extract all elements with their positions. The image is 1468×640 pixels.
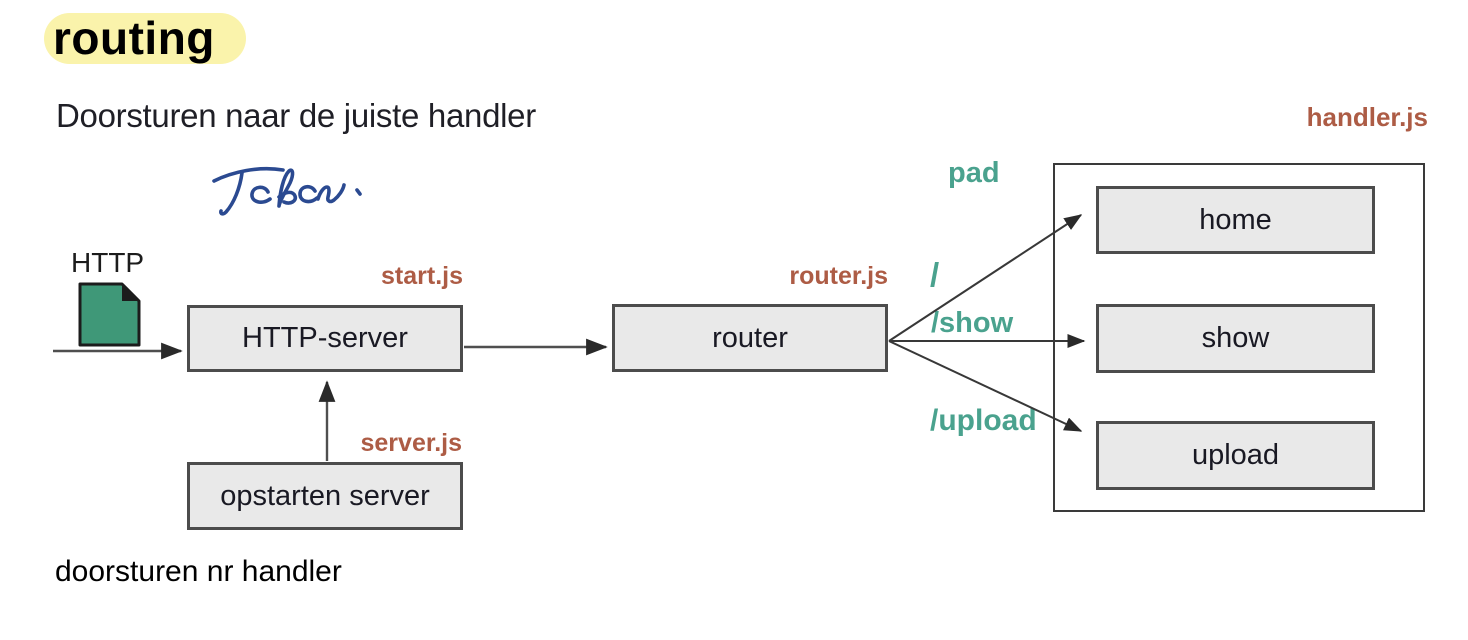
router-js-label: router.js: [789, 262, 888, 290]
opstarten-server-node-label: opstarten server: [220, 479, 430, 512]
show-handler-label: show: [1201, 322, 1270, 354]
page-title: routing: [53, 12, 215, 64]
router-node: router: [612, 304, 888, 372]
handwritten-note: [212, 166, 362, 216]
router-node-label: router: [712, 321, 788, 354]
upload-handler-node: upload: [1096, 421, 1375, 490]
upload-handler-label: upload: [1191, 439, 1280, 471]
route-upload-label: /upload: [930, 404, 1037, 437]
http-server-node-label: HTTP-server: [242, 322, 408, 354]
http-request-label: HTTP: [71, 247, 145, 278]
opstarten-server-node: opstarten server: [187, 462, 463, 530]
document-icon-fold: [122, 284, 139, 301]
title-highlight: [44, 13, 246, 64]
handler-js-label: handler.js: [1306, 102, 1428, 132]
home-handler-node: home: [1096, 186, 1375, 254]
route-root-label: /: [930, 256, 940, 293]
http-server-node: HTTP-server: [187, 305, 463, 372]
server-js-label: server.js: [360, 429, 463, 457]
route-show-label: /show: [931, 307, 1014, 339]
show-handler-node: show: [1096, 304, 1375, 373]
home-handler-label: home: [1199, 203, 1272, 236]
page-subtitle: Doorsturen naar de juiste handler: [56, 97, 536, 134]
footer-note: doorsturen nr handler: [55, 555, 342, 588]
route-header-pad: pad: [948, 157, 1000, 189]
start-js-label: start.js: [381, 262, 463, 290]
document-icon: [78, 282, 141, 347]
